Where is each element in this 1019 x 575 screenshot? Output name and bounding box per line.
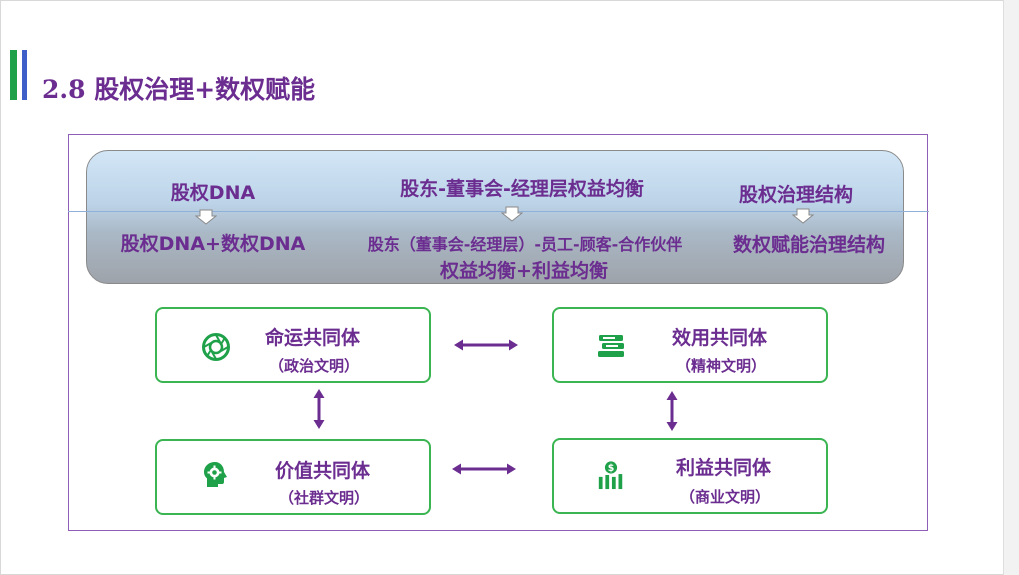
title-accent-green xyxy=(10,50,17,100)
money-chart-icon: $ xyxy=(598,461,623,490)
rights-balance-label: 权益均衡+利益均衡 xyxy=(440,260,608,282)
community-title: 效用共同体 xyxy=(672,327,768,349)
title-accent-blue xyxy=(22,50,27,100)
community-subtitle: （政治文明） xyxy=(269,357,360,375)
svg-text:$: $ xyxy=(608,463,615,474)
community-subtitle: （精神文明） xyxy=(676,357,767,375)
community-title: 利益共同体 xyxy=(676,457,772,479)
aperture-icon xyxy=(202,333,230,361)
equity-panel xyxy=(86,150,904,284)
page-title: 2.8 股权治理+数权赋能 xyxy=(42,75,316,104)
community-box-value: 价值共同体 （社群文明） xyxy=(155,439,431,515)
data-empowered-structure-label: 数权赋能治理结构 xyxy=(732,234,885,256)
double-arrow-vertical-right xyxy=(666,391,678,431)
stakeholders-label: 股东（董事会-经理层）-员工-顾客-合作伙伴 xyxy=(367,235,683,254)
down-arrow-icon xyxy=(792,208,814,224)
community-subtitle: （商业文明） xyxy=(680,488,771,506)
community-box-destiny: 命运共同体 （政治文明） xyxy=(155,307,431,383)
double-arrow-horizontal-bottom xyxy=(452,463,516,475)
equity-data-dna-label: 股权DNA+数权DNA xyxy=(120,233,306,255)
community-box-utility: 效用共同体 （精神文明） xyxy=(552,307,828,383)
down-arrow-icon xyxy=(501,206,523,222)
content-frame xyxy=(68,134,928,531)
double-arrow-vertical-left xyxy=(313,389,325,429)
books-icon xyxy=(598,335,624,357)
governance-structure-label: 股权治理结构 xyxy=(738,184,853,206)
community-subtitle: （社群文明） xyxy=(279,489,370,507)
head-gear-icon xyxy=(204,462,227,487)
community-box-interest: $ 利益共同体 （商业文明） xyxy=(552,438,828,514)
scroll-strip[interactable] xyxy=(1003,0,1019,575)
down-arrow-icon xyxy=(195,209,217,225)
guide-line xyxy=(68,211,929,212)
shareholder-balance-label: 股东-董事会-经理层权益均衡 xyxy=(400,178,644,200)
community-title: 命运共同体 xyxy=(265,327,361,349)
community-title: 价值共同体 xyxy=(275,460,371,482)
double-arrow-horizontal-top xyxy=(454,339,518,351)
equity-dna-label: 股权DNA xyxy=(170,182,256,204)
